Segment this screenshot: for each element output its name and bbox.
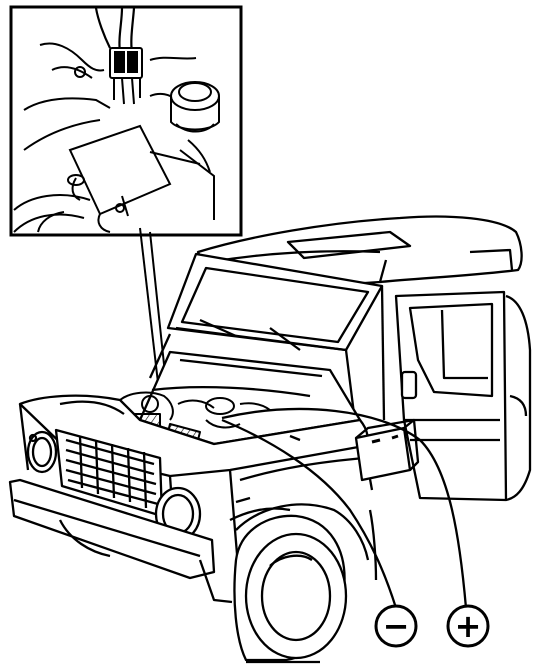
inset-connector <box>109 47 143 105</box>
open-door <box>394 290 508 502</box>
detail-inset <box>9 5 243 237</box>
front-wheel <box>233 514 348 664</box>
door-window <box>408 302 494 398</box>
positive-terminal-ring <box>446 604 490 648</box>
negative-terminal-symbol-icon: − <box>383 607 410 645</box>
positive-terminal-symbol-icon: + <box>455 607 482 645</box>
negative-terminal-ring <box>374 604 418 648</box>
vehicle <box>8 215 532 664</box>
positive-terminal: + <box>446 604 490 648</box>
battery <box>354 418 420 482</box>
windscreen-glass <box>180 266 370 344</box>
grille <box>54 428 164 518</box>
headlight-left <box>26 430 58 474</box>
inset-engine-parts <box>13 42 220 233</box>
terminal-leads <box>221 407 468 609</box>
negative-lead <box>221 418 398 609</box>
door-mirror <box>400 370 418 400</box>
positive-lead <box>221 407 468 609</box>
negative-terminal: − <box>374 604 418 648</box>
